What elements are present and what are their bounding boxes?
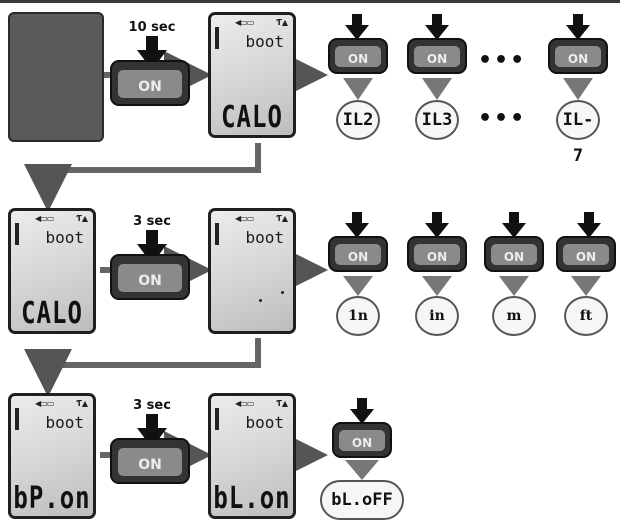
result-value: ft [564, 296, 608, 336]
press-arrow-icon [502, 212, 526, 238]
signal-icon: Ƭ▲ [276, 214, 288, 223]
press-arrow-icon [345, 212, 369, 238]
signal-icon: Ƭ▲ [276, 18, 288, 27]
on-button[interactable]: ON [110, 254, 190, 300]
battery-icon: ◀▭▭ [235, 18, 254, 27]
on-button[interactable]: ON [548, 38, 608, 74]
result-arrow-icon [571, 276, 601, 296]
lcd-small-text: boot [45, 228, 84, 247]
signal-bars-icon [15, 223, 25, 245]
signal-bars-icon [215, 408, 225, 430]
on-button[interactable]: ON [110, 438, 190, 484]
lcd-display: ◀▭▭ Ƭ▲ boot CALO [208, 12, 296, 138]
lcd-small-text: boot [245, 32, 284, 51]
lcd-small-text: boot [245, 413, 284, 432]
result-arrow-icon [499, 276, 529, 296]
result-value: IL-7 [556, 100, 600, 166]
result-arrow-icon [345, 460, 379, 480]
press-arrow-icon [425, 14, 449, 40]
lcd-small-text: boot [245, 228, 284, 247]
lcd-big-text: bP.on [13, 480, 91, 516]
signal-bars-icon [15, 408, 25, 430]
press-arrow-icon [350, 398, 374, 424]
press-arrow-icon [137, 230, 167, 264]
ellipsis: ••• [478, 48, 527, 73]
result-value: IL3 [415, 100, 459, 140]
result-value: IL2 [336, 100, 380, 140]
battery-icon: ◀▭▭ [35, 214, 54, 223]
ellipsis: ••• [478, 106, 527, 131]
press-arrow-icon [577, 212, 601, 238]
lcd-dot [259, 299, 262, 302]
lcd-big-text: CALO [221, 99, 283, 135]
lcd-dot [281, 291, 284, 294]
lcd-display: ◀▭▭ Ƭ▲ boot bL.on [208, 393, 296, 519]
on-button[interactable]: ON [332, 422, 392, 458]
arrow-row2-to-row3 [24, 338, 261, 397]
result-arrow-icon [563, 78, 593, 100]
result-arrow-icon [343, 276, 373, 296]
top-border [0, 0, 620, 3]
arrow-row1-to-row2 [24, 143, 261, 212]
signal-icon: Ƭ▲ [76, 214, 88, 223]
signal-icon: Ƭ▲ [276, 399, 288, 408]
press-arrow-icon [137, 414, 167, 448]
on-button[interactable]: ON [556, 236, 616, 272]
on-button[interactable]: ON [328, 236, 388, 272]
lcd-small-text: boot [45, 413, 84, 432]
hold-time-label: 3 sec [133, 214, 171, 229]
result-arrow-icon [422, 276, 452, 296]
result-arrow-icon [343, 78, 373, 100]
on-button[interactable]: ON [407, 38, 467, 74]
lcd-display: ◀▭▭ Ƭ▲ boot bP.on [8, 393, 96, 519]
signal-bars-icon [215, 27, 225, 49]
lcd-display: ◀▭▭ Ƭ▲ boot [208, 208, 296, 334]
battery-icon: ◀▭▭ [35, 399, 54, 408]
on-button[interactable]: ON [484, 236, 544, 272]
on-button[interactable]: ON [407, 236, 467, 272]
signal-bars-icon [215, 223, 225, 245]
on-button[interactable]: ON [328, 38, 388, 74]
press-arrow-icon [345, 14, 369, 40]
lcd-big-text: bL.on [213, 480, 291, 516]
press-arrow-icon [425, 212, 449, 238]
blank-display [8, 12, 104, 142]
hold-time-label: 3 sec [133, 398, 171, 413]
result-value: 1n [336, 296, 380, 336]
hold-time-label: 10 sec [128, 20, 176, 35]
result-arrow-icon [422, 78, 452, 100]
battery-icon: ◀▭▭ [235, 214, 254, 223]
result-value: in [415, 296, 459, 336]
lcd-big-text: CALO [21, 295, 83, 331]
result-value: m [492, 296, 536, 336]
result-value: bL.oFF [320, 480, 404, 520]
battery-icon: ◀▭▭ [235, 399, 254, 408]
lcd-display: ◀▭▭ Ƭ▲ boot CALO [8, 208, 96, 334]
press-arrow-icon [137, 36, 167, 70]
press-arrow-icon [566, 14, 590, 40]
on-button[interactable]: ON [110, 60, 190, 106]
signal-icon: Ƭ▲ [76, 399, 88, 408]
